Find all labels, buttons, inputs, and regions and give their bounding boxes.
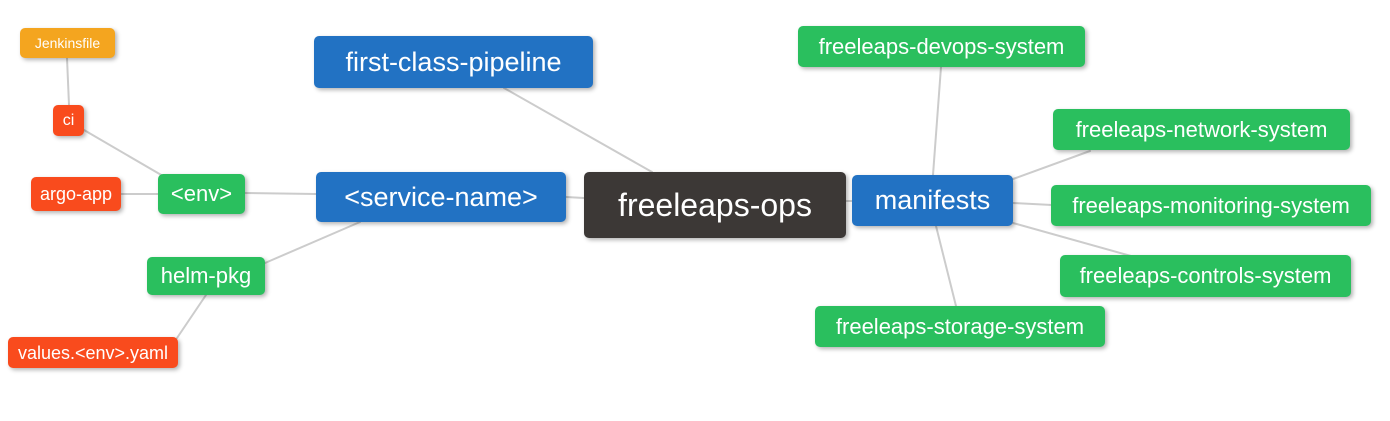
node-helm-pkg[interactable]: helm-pkg	[147, 257, 265, 295]
node-controls-system[interactable]: freeleaps-controls-system	[1060, 255, 1351, 297]
node-ci[interactable]: ci	[53, 105, 84, 136]
edge-freeleaps-ops-first-class-pipeline	[503, 87, 653, 173]
node-network-system[interactable]: freeleaps-network-system	[1053, 109, 1350, 150]
node-argo-app[interactable]: argo-app	[31, 177, 121, 211]
edge-jenkinsfile-ci	[66, 57, 70, 106]
node-service-name[interactable]: <service-name>	[316, 172, 566, 222]
edge-manifests-monitoring-system	[1012, 202, 1053, 206]
edge-helm-pkg-values-env-yaml	[176, 294, 207, 339]
edge-manifests-network-system	[1012, 150, 1091, 180]
edge-service-name-helm-pkg	[264, 221, 361, 264]
edge-manifests-controls-system	[1012, 222, 1132, 257]
node-first-class-pipeline[interactable]: first-class-pipeline	[314, 36, 593, 88]
node-jenkinsfile[interactable]: Jenkinsfile	[20, 28, 115, 58]
edge-freeleaps-ops-service-name	[565, 196, 585, 199]
node-manifests[interactable]: manifests	[852, 175, 1013, 226]
node-freeleaps-ops[interactable]: freeleaps-ops	[584, 172, 846, 238]
node-storage-system[interactable]: freeleaps-storage-system	[815, 306, 1105, 347]
node-env[interactable]: <env>	[158, 174, 245, 214]
edge-env-ci	[83, 129, 164, 177]
node-devops-system[interactable]: freeleaps-devops-system	[798, 26, 1085, 67]
edge-manifests-storage-system	[935, 225, 957, 307]
edge-service-name-env	[244, 192, 317, 195]
node-values-env-yaml[interactable]: values.<env>.yaml	[8, 337, 178, 368]
node-monitoring-system[interactable]: freeleaps-monitoring-system	[1051, 185, 1371, 226]
edge-manifests-devops-system	[932, 66, 942, 176]
